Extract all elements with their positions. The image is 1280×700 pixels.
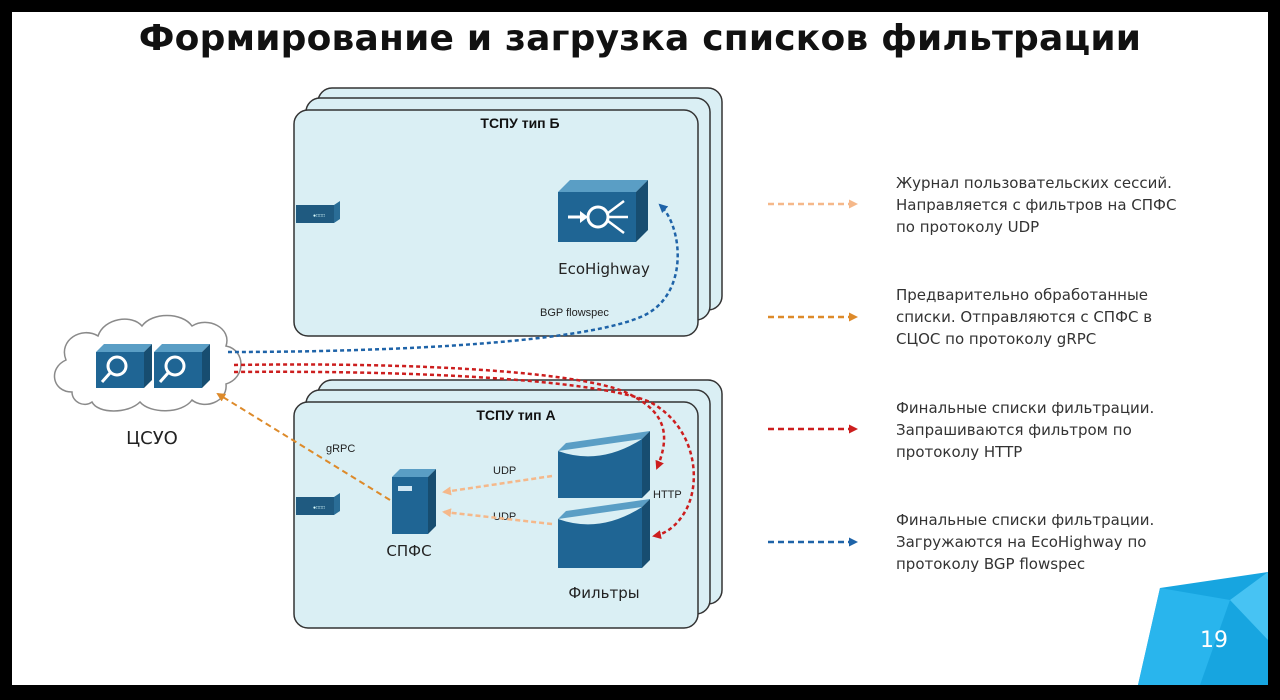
device-a-icon: ●□□□ — [296, 493, 340, 515]
ecohighway-icon — [558, 180, 648, 242]
udp-label-2: UDP — [493, 511, 516, 523]
bgp-flowspec-label: BGP flowspec — [540, 307, 609, 319]
page-number: 19 — [1200, 628, 1228, 653]
legend-bgp-text: Финальные списки фильтрации. Загружаются… — [896, 511, 1155, 573]
csuo-label: ЦСУО — [126, 428, 178, 449]
ecohighway-label: EcoHighway — [558, 260, 650, 278]
http-request-arrow-1 — [233, 363, 666, 470]
grpc-arrow — [216, 392, 391, 501]
csuo-cloud — [53, 314, 242, 412]
legend-arrows — [768, 199, 858, 547]
http-request-arrow-2 — [233, 370, 696, 540]
corner-decoration — [1138, 572, 1268, 685]
udp-arrow-1 — [442, 474, 553, 496]
svg-text:●□□□: ●□□□ — [313, 505, 325, 511]
filter-bottom-icon — [558, 499, 650, 568]
csuo-server-2-icon — [154, 344, 210, 388]
legend-udp-text: Журнал пользовательских сессий. Направля… — [896, 174, 1177, 236]
svg-text:●□□□: ●□□□ — [313, 213, 325, 219]
udp-label-1: UDP — [493, 465, 516, 477]
http-label: HTTP — [653, 489, 682, 501]
legend-grpc-text: Предварительно обработанные списки. Отпр… — [896, 286, 1153, 348]
filters-label: Фильтры — [568, 584, 639, 602]
zone-b: ТСПУ тип Б ●□□□ EcoHighway BGP flowspec — [293, 87, 723, 337]
csuo-server-1-icon — [96, 344, 152, 388]
page-title: Формирование и загрузка списков фильтрац… — [138, 18, 1142, 59]
device-b-icon: ●□□□ — [296, 201, 340, 223]
zone-b-label: ТСПУ тип Б — [480, 115, 559, 131]
filter-top-icon — [558, 431, 650, 498]
udp-arrow-2 — [442, 508, 553, 526]
spfs-label: СПФС — [386, 542, 431, 560]
grpc-label: gRPC — [326, 443, 355, 455]
zone-a: ТСПУ тип А ●□□□ СПФС Фильтры UDP UDP HTT… — [293, 379, 723, 629]
zone-a-label: ТСПУ тип А — [476, 407, 555, 423]
flow-arrows — [216, 203, 696, 540]
legend-http-text: Финальные списки фильтрации. Запрашивают… — [896, 399, 1155, 461]
zone-b-box — [293, 109, 699, 337]
bgp-flowspec-arrow — [227, 203, 679, 354]
server-icon — [392, 469, 436, 534]
